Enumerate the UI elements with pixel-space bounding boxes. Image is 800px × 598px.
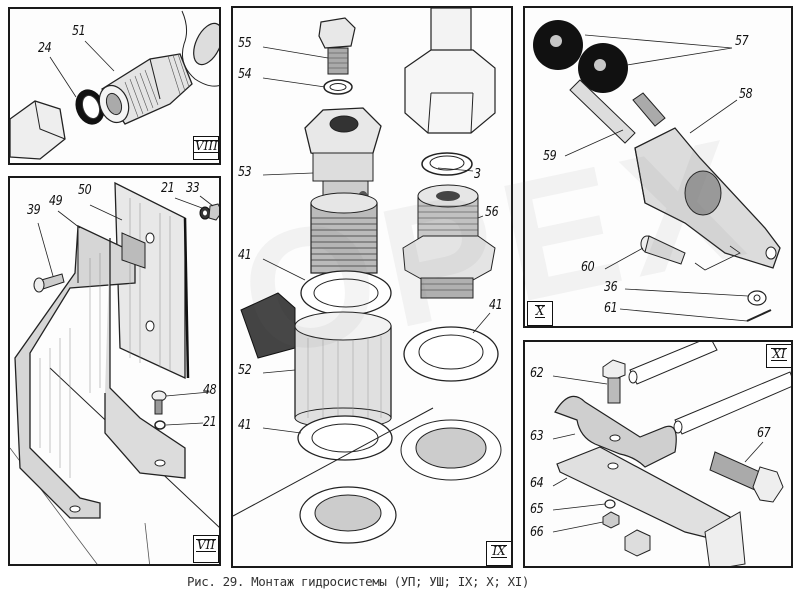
callout-50: 50 <box>78 183 92 198</box>
panel-xi: 62 63 67 64 65 66 XI <box>523 340 793 568</box>
callout-62: 62 <box>530 366 544 381</box>
callout-3: 3 <box>474 167 481 182</box>
callout-36: 36 <box>604 280 618 295</box>
panel-vii: 39 49 50 21 33 48 21 VII <box>8 176 221 566</box>
roman-numeral: X <box>534 304 546 318</box>
callout-41-bottom: 41 <box>238 418 252 433</box>
callout-24: 24 <box>38 41 52 56</box>
plate-50 <box>114 181 186 380</box>
threaded-hole <box>193 22 219 66</box>
callout-67: 67 <box>757 426 771 441</box>
callout-65: 65 <box>530 502 544 517</box>
panel-vii-drawing <box>10 181 219 564</box>
figure-caption: Рис. 29. Монтаж гидросистемы (УП; УШ; IX… <box>187 574 530 589</box>
panel-label-xi: XI <box>766 344 791 368</box>
panel-label-viii: VIII <box>193 136 219 160</box>
union-nut <box>10 100 66 160</box>
roman-numeral: VIII <box>194 139 219 153</box>
panel-label-ix: IX <box>486 541 511 566</box>
callout-61: 61 <box>604 301 618 316</box>
callout-59: 59 <box>543 149 557 164</box>
callout-21-bottom: 21 <box>203 415 217 430</box>
callout-52: 52 <box>238 363 252 378</box>
callout-55: 55 <box>238 36 252 51</box>
callout-49: 49 <box>49 194 63 209</box>
callout-54: 54 <box>238 67 252 82</box>
callout-58: 58 <box>739 87 753 102</box>
roman-numeral: XI <box>771 347 787 361</box>
panel-label-x: X <box>527 301 553 326</box>
callout-66: 66 <box>530 525 544 540</box>
panel-x-drawing <box>533 20 781 322</box>
roman-numeral: IX <box>491 544 507 558</box>
callout-51: 51 <box>72 24 86 39</box>
panel-x: 57 58 59 60 36 61 X <box>523 6 793 328</box>
panel-ix-drawing <box>233 8 502 544</box>
roman-numeral: VII <box>195 538 217 552</box>
bracket-49 <box>14 225 136 519</box>
callout-53: 53 <box>238 165 252 180</box>
panel-viii: 24 51 VIII <box>8 7 221 165</box>
callout-41-right: 41 <box>489 298 503 313</box>
panel-viii-drawing <box>10 10 219 160</box>
panel-ix: 55 54 53 3 56 41 41 52 41 IX <box>231 6 513 568</box>
callout-64: 64 <box>530 476 544 491</box>
callout-41-top: 41 <box>238 248 252 263</box>
callout-56: 56 <box>485 205 499 220</box>
panel-label-vii: VII <box>193 535 219 563</box>
callout-57: 57 <box>735 34 749 49</box>
callout-21-top: 21 <box>161 181 175 196</box>
callout-48: 48 <box>203 383 217 398</box>
callout-33: 33 <box>186 181 200 196</box>
panel-xi-drawing <box>552 342 791 566</box>
callout-60: 60 <box>581 260 595 275</box>
callout-39: 39 <box>27 203 41 218</box>
callout-63: 63 <box>530 429 544 444</box>
